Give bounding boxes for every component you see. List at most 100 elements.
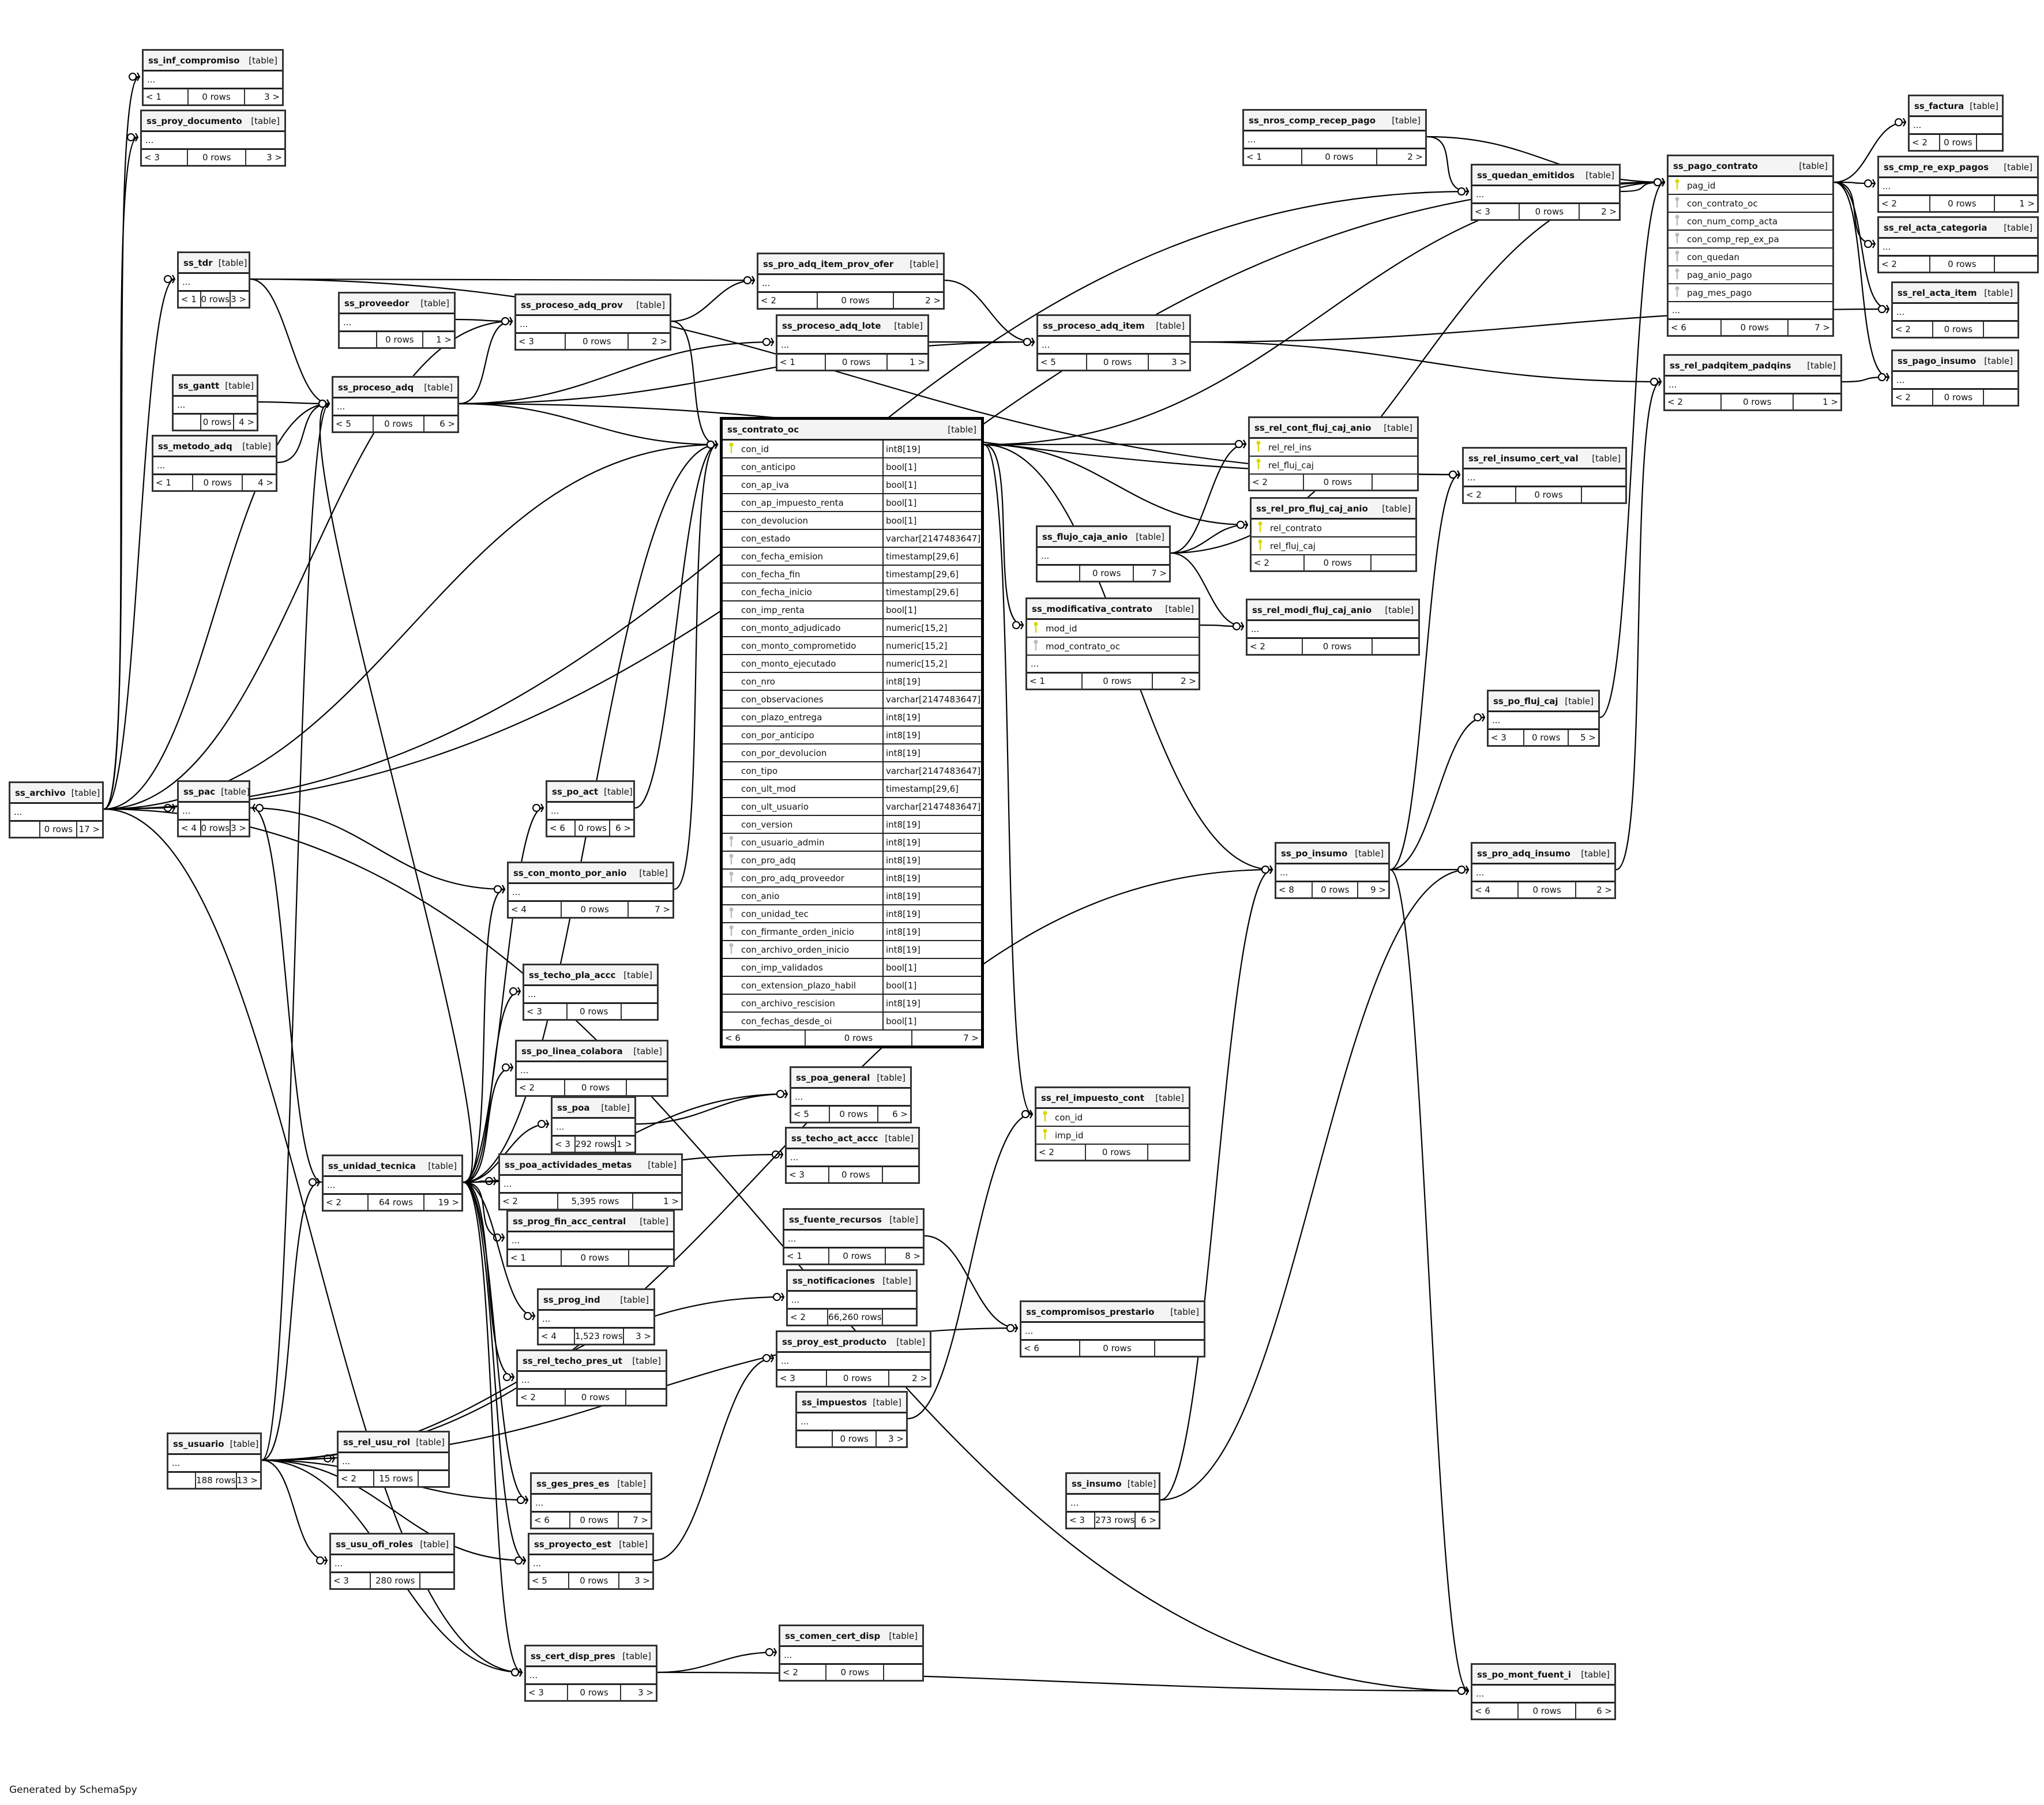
table-name[interactable]: ss_rel_cont_fluj_caj_anio [1254, 422, 1372, 433]
table-name[interactable]: ss_ges_pres_es [536, 1478, 610, 1489]
children-count-link[interactable] [1977, 135, 2002, 150]
table-name[interactable]: ss_compromisos_prestario [1026, 1306, 1155, 1317]
parents-count-link[interactable]: < 2 [790, 1312, 806, 1322]
table-name[interactable]: ss_pro_adq_insumo [1477, 848, 1570, 859]
parents-count-link[interactable] [168, 1473, 195, 1488]
children-count-link[interactable]: 7 > [1814, 322, 1830, 333]
table-name[interactable]: ss_proy_est_producto [782, 1336, 887, 1347]
table-name[interactable]: ss_pago_contrato [1673, 160, 1758, 171]
children-count-link[interactable] [883, 1167, 918, 1182]
parents-count-link[interactable] [797, 1431, 832, 1446]
more-columns-ellipsis[interactable]: ... [553, 1119, 634, 1137]
parents-count-link[interactable]: < 3 [1475, 206, 1490, 217]
more-columns-ellipsis[interactable]: ... [10, 804, 102, 822]
table-name[interactable]: ss_rel_impuesto_cont [1041, 1092, 1144, 1103]
column-row[interactable]: rel_fluj_caj [1252, 537, 1415, 555]
parents-count-link[interactable]: < 4 [181, 823, 197, 833]
parents-count-link[interactable]: < 3 [518, 336, 534, 347]
more-columns-ellipsis[interactable]: ... [1276, 864, 1388, 882]
parents-count-link[interactable] [340, 332, 376, 347]
table-name[interactable]: ss_tdr [183, 257, 213, 268]
table-name[interactable]: ss_nros_comp_recep_pago [1249, 115, 1376, 126]
children-count-link[interactable]: 5 > [1580, 732, 1596, 743]
parents-count-link[interactable]: < 6 [534, 1515, 550, 1525]
more-columns-ellipsis[interactable]: ... [1665, 377, 1840, 394]
table-name[interactable]: ss_techo_act_accc [791, 1133, 878, 1144]
table-name[interactable]: ss_proceso_adq_prov [521, 299, 623, 310]
more-columns-ellipsis[interactable]: ... [324, 1177, 461, 1195]
more-columns-ellipsis[interactable]: ... [168, 1455, 260, 1473]
table-name[interactable]: ss_usuario [173, 1438, 224, 1449]
children-count-link[interactable] [1984, 322, 2017, 337]
parents-count-link[interactable]: < 1 [146, 92, 161, 102]
parents-count-link[interactable]: < 2 [1254, 558, 1269, 568]
column-row[interactable]: imp_id [1036, 1127, 1189, 1145]
parents-count-link[interactable] [1038, 566, 1079, 581]
table-name[interactable]: ss_po_insumo [1281, 848, 1348, 859]
more-columns-ellipsis[interactable]: ... [1021, 1323, 1204, 1341]
parents-count-link[interactable]: < 2 [1039, 1147, 1054, 1157]
parents-count-link[interactable]: < 2 [1881, 259, 1897, 269]
more-columns-ellipsis[interactable]: ... [758, 275, 943, 293]
children-count-link[interactable]: 6 > [439, 419, 455, 429]
children-count-link[interactable]: 4 > [239, 417, 254, 427]
children-count-link[interactable]: 3 > [638, 1687, 653, 1698]
parents-count-link[interactable]: < 3 [1491, 732, 1506, 743]
children-count-link[interactable]: 3 > [231, 294, 246, 304]
more-columns-ellipsis[interactable]: ... [1879, 239, 2037, 257]
more-columns-ellipsis[interactable]: ... [1027, 656, 1198, 674]
children-count-link[interactable] [1148, 1145, 1189, 1160]
children-count-link[interactable]: 1 > [2019, 198, 2035, 209]
more-columns-ellipsis[interactable]: ... [1472, 1686, 1614, 1704]
children-count-link[interactable]: 1 > [910, 357, 925, 367]
more-columns-ellipsis[interactable]: ... [777, 1353, 930, 1371]
children-count-link[interactable]: 2 > [1181, 676, 1196, 686]
table-name[interactable]: ss_poa [557, 1102, 590, 1113]
more-columns-ellipsis[interactable]: ... [174, 397, 257, 415]
parents-count-link[interactable]: < 2 [520, 1392, 536, 1402]
children-count-link[interactable]: 7 > [963, 1033, 979, 1043]
more-columns-ellipsis[interactable]: ... [777, 337, 927, 355]
more-columns-ellipsis[interactable]: ... [791, 1089, 910, 1107]
parents-count-link[interactable]: < 1 [510, 1253, 526, 1263]
table-name[interactable]: ss_po_act [552, 786, 599, 797]
column-row[interactable]: con_comp_rep_ex_pa [1669, 231, 1832, 249]
more-columns-ellipsis[interactable]: ... [1472, 186, 1619, 204]
children-count-link[interactable]: 3 > [266, 152, 282, 163]
children-count-link[interactable] [884, 1665, 922, 1680]
parents-count-link[interactable]: < 1 [181, 294, 197, 304]
table-name[interactable]: ss_inf_compromiso [148, 55, 240, 66]
table-name[interactable]: ss_insumo [1072, 1478, 1122, 1489]
